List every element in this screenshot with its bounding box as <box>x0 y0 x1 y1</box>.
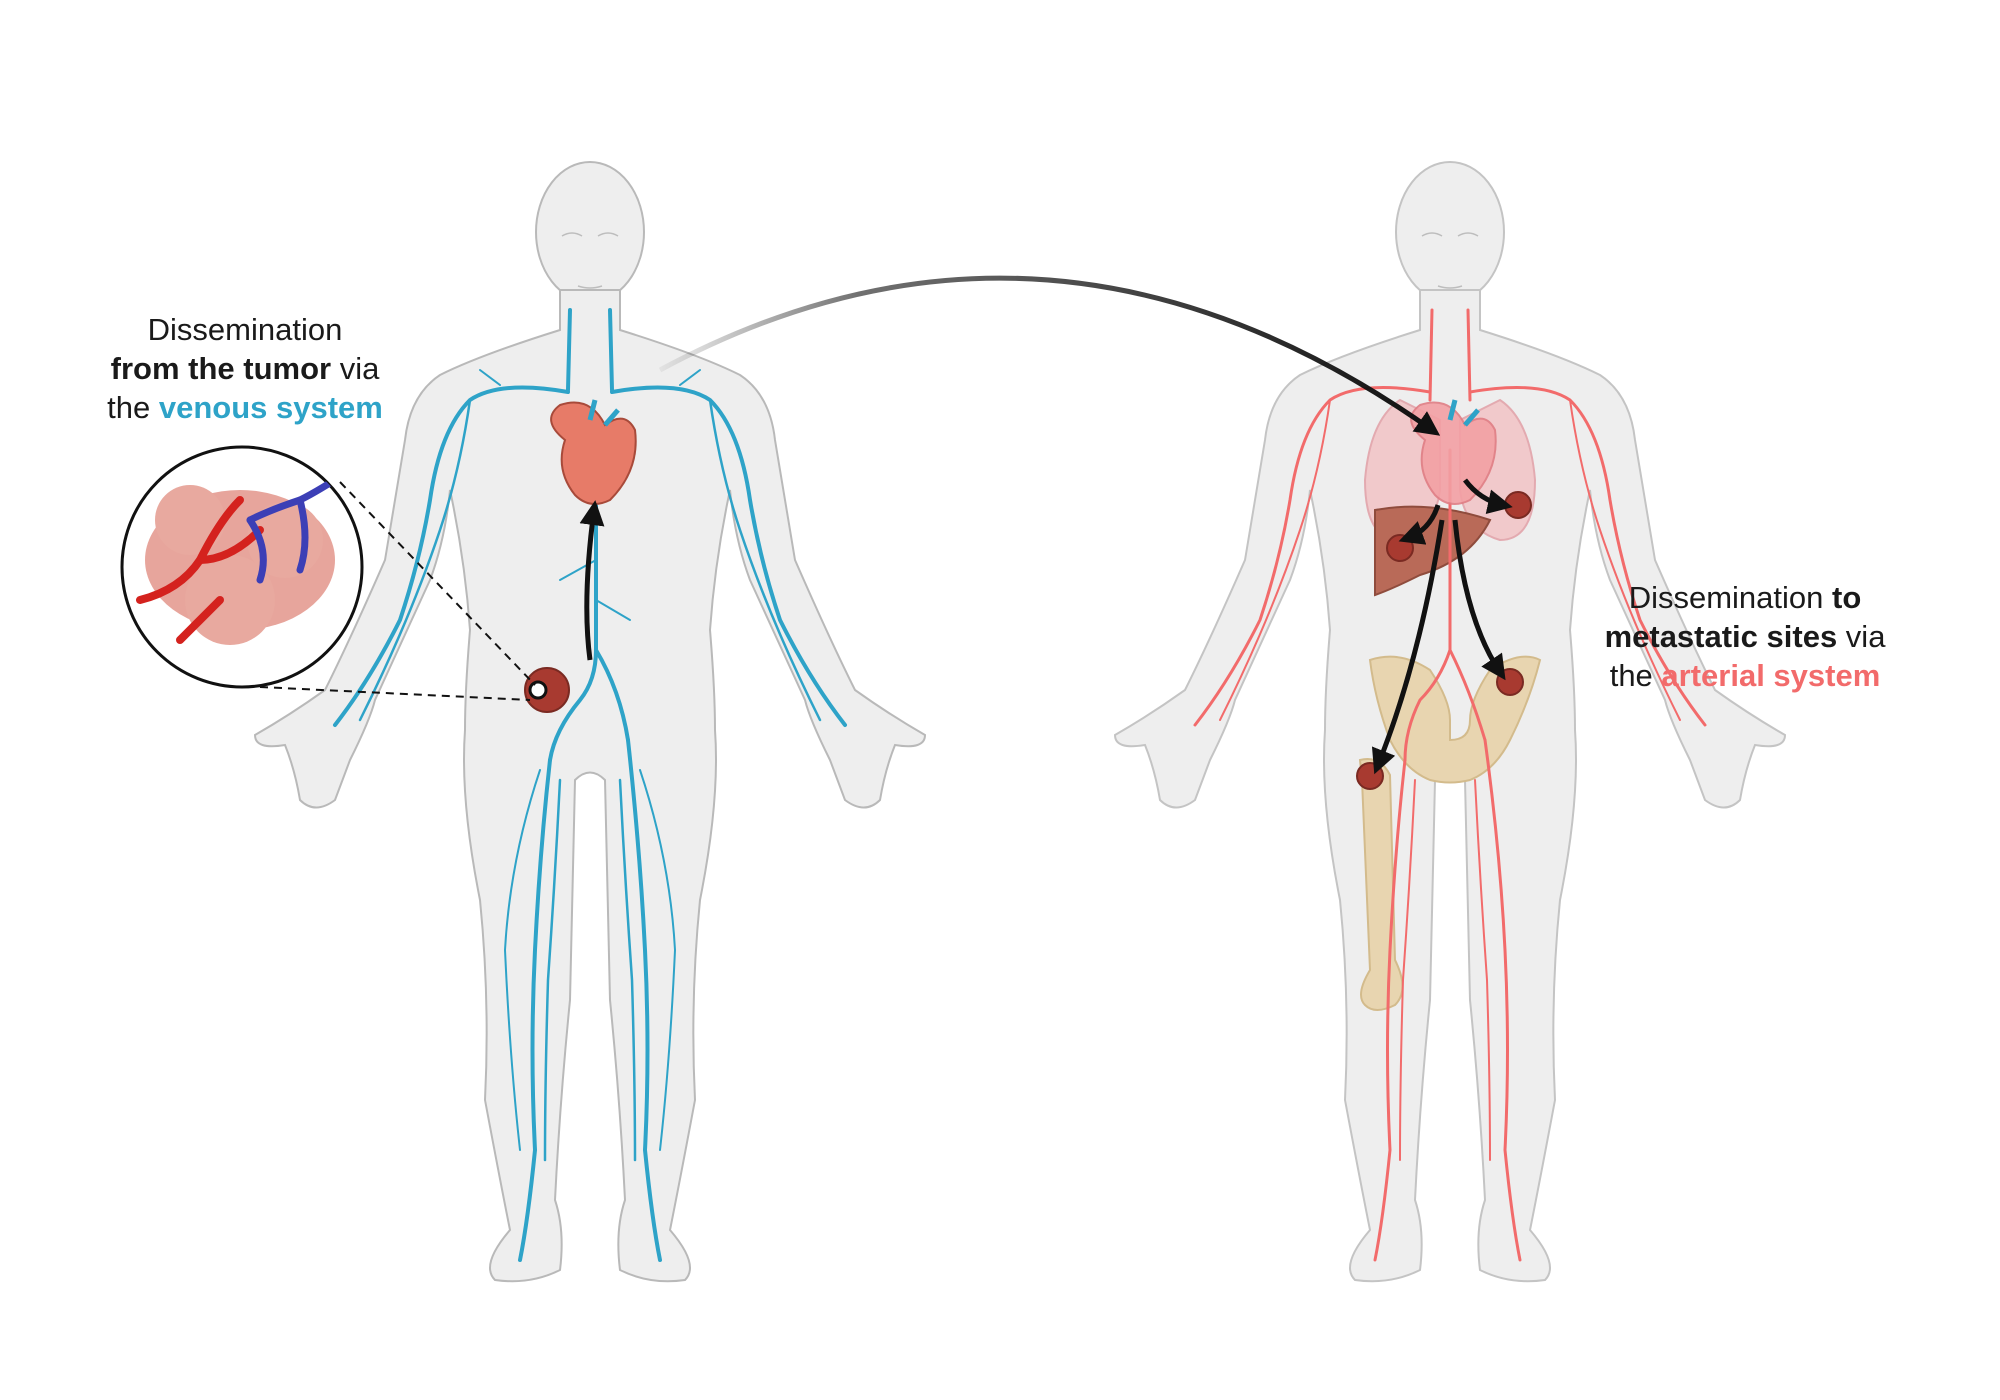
metastasis-arrows <box>1371 478 1513 775</box>
tumor-femur <box>1356 762 1384 790</box>
zoom-connectors <box>259 481 536 701</box>
tumor-icon <box>524 667 570 713</box>
arrow-venous-to-arterial <box>658 275 1441 436</box>
caption-right-line2: metastatic sites via <box>1570 617 1920 656</box>
caption-venous-system: venous system <box>158 390 383 425</box>
caption-right-line3: the arterial system <box>1570 656 1920 695</box>
arterial-system <box>1193 308 1707 1262</box>
caption-left-line2-rest: via <box>331 351 380 386</box>
human-body-left <box>254 161 926 1283</box>
caption-left-line1: Dissemination <box>147 312 343 347</box>
caption-left-line3-pre: the <box>107 390 159 425</box>
caption-left-line3: the venous system <box>70 388 420 427</box>
caption-arterial-system: arterial system <box>1661 658 1881 693</box>
heart-icon <box>550 399 637 505</box>
caption-left-line2: from the tumor via <box>70 349 420 388</box>
tumor-pelvis <box>1496 668 1524 696</box>
magnified-tumor-vessels-icon <box>120 445 364 689</box>
caption-right-line2-bold: metastatic sites <box>1604 619 1838 654</box>
caption-right-line1: Dissemination to <box>1570 578 1920 617</box>
caption-left-bold: from the tumor <box>110 351 332 386</box>
caption-right-line3-pre: the <box>1609 658 1662 693</box>
venous-system <box>333 308 847 1262</box>
caption-venous-dissemination: Dissemination from the tumor via the ven… <box>70 310 420 427</box>
caption-right-line2-rest: via <box>1837 619 1886 654</box>
caption-right-line1-pre: Dissemination <box>1628 580 1833 615</box>
tumor-lung <box>1504 491 1532 519</box>
human-body-right <box>1114 161 1786 1283</box>
caption-arterial-dissemination: Dissemination to metastatic sites via th… <box>1570 578 1920 695</box>
caption-right-line1-bold: to <box>1832 580 1862 615</box>
arrow-tumor-to-heart <box>579 500 605 661</box>
